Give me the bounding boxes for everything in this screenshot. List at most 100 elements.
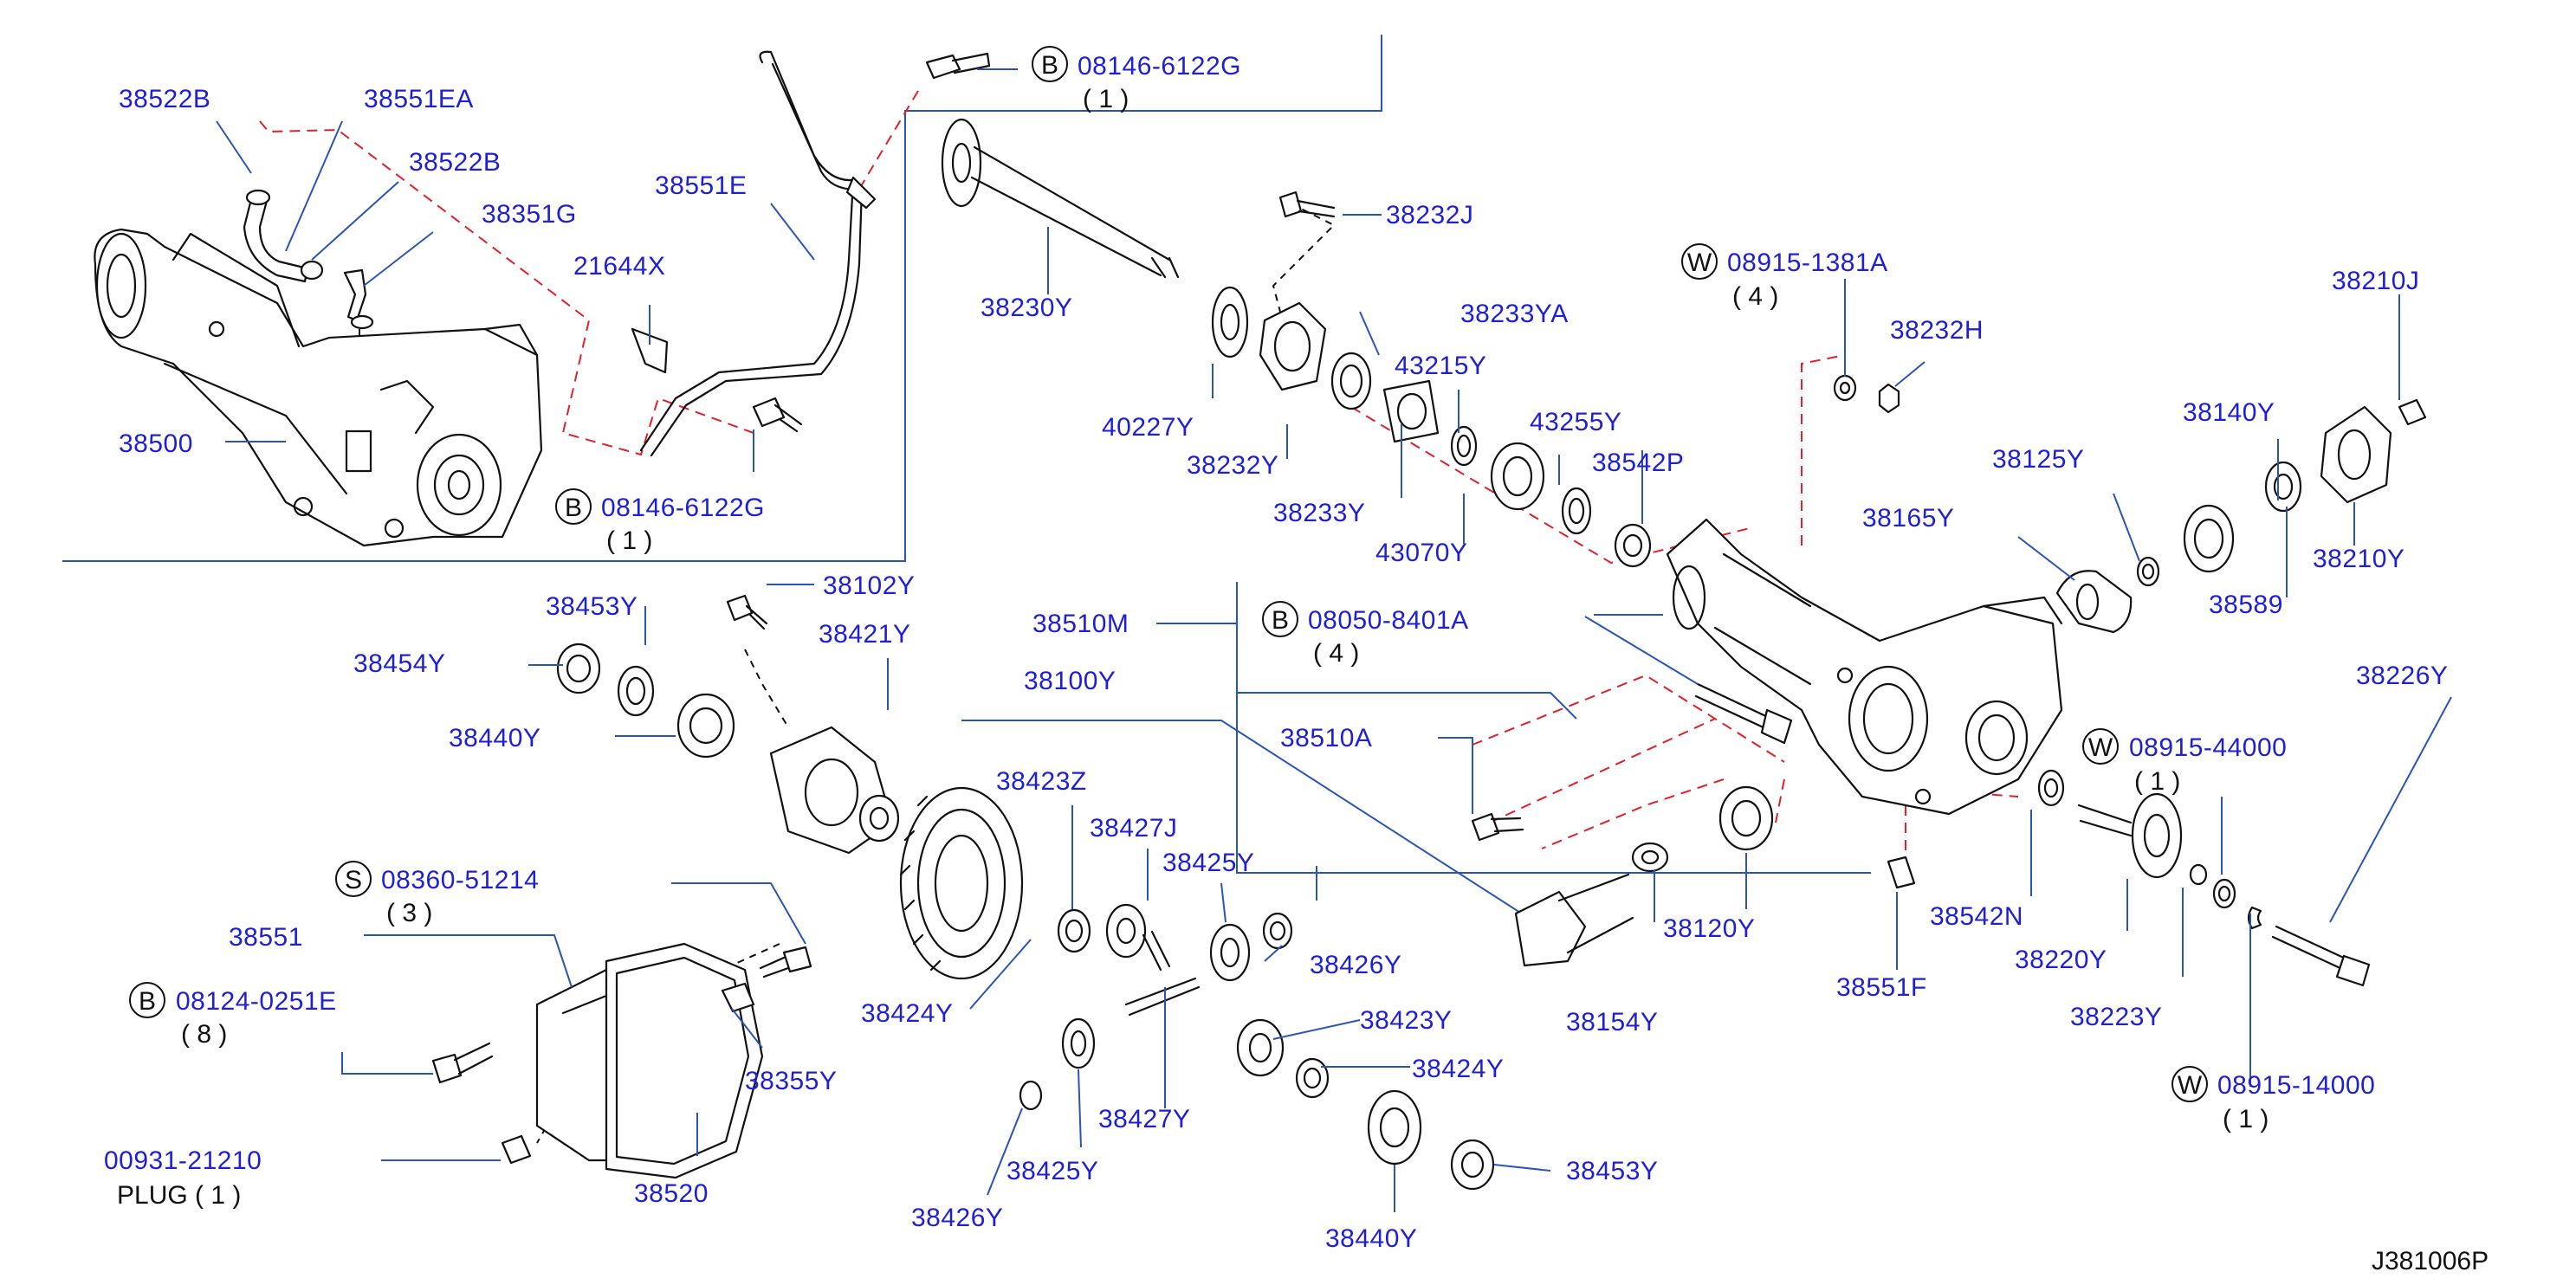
leader-lines xyxy=(216,68,2452,1212)
label-38421Y[interactable]: 38421Y xyxy=(819,620,910,649)
label-38510A[interactable]: 38510A xyxy=(1280,724,1372,752)
label-38154Y[interactable]: 38154Y xyxy=(1566,1008,1658,1036)
label-38210J[interactable]: 38210J xyxy=(2332,267,2419,295)
ring-gear-assembly xyxy=(899,786,1495,1191)
label-38424Y-b[interactable]: 38424Y xyxy=(1412,1055,1504,1083)
bolt-symbol-mid xyxy=(555,488,592,525)
bolt-38226Y xyxy=(2271,925,2371,987)
bolt-symbol-top xyxy=(1032,46,1068,82)
label-08146-6122G-mid[interactable]: 08146-6122G xyxy=(601,494,765,522)
label-38233YA[interactable]: 38233YA xyxy=(1460,300,1569,328)
label-38440Y-a[interactable]: 38440Y xyxy=(449,724,540,752)
label-43070Y[interactable]: 43070Y xyxy=(1375,539,1467,567)
label-38233Y[interactable]: 38233Y xyxy=(1273,499,1365,527)
label-43215Y[interactable]: 43215Y xyxy=(1395,352,1486,380)
qty-08146-6122G-top: ( 1 ) xyxy=(1083,85,1129,113)
label-08915-14000[interactable]: 08915-14000 xyxy=(2217,1071,2375,1100)
label-08915-1381A[interactable]: 08915-1381A xyxy=(1727,249,1888,277)
diagram-code: J381006P xyxy=(2372,1247,2489,1275)
bolts xyxy=(431,52,2371,1165)
label-38100Y[interactable]: 38100Y xyxy=(1024,667,1116,695)
pinion-parts xyxy=(556,642,900,855)
label-38232H[interactable]: 38232H xyxy=(1890,316,1984,345)
qty-08915-1381A: ( 4 ) xyxy=(1732,282,1778,311)
label-38522B-a[interactable]: 38522B xyxy=(119,85,210,113)
screw-symbol-51214-letter: S xyxy=(345,866,362,894)
label-38423Z[interactable]: 38423Z xyxy=(996,767,1087,796)
breather-tube-38551E xyxy=(631,50,877,457)
washer-symbol-44000 xyxy=(2082,728,2119,765)
label-38427Y[interactable]: 38427Y xyxy=(1098,1105,1190,1133)
label-40227Y[interactable]: 40227Y xyxy=(1102,413,1194,442)
part-labels: 38522B 38551EA 38522B 38351G 38551E 2164… xyxy=(104,52,2489,1275)
label-38232J[interactable]: 38232J xyxy=(1386,201,1473,229)
axle-shaft-38230Y xyxy=(941,118,1180,279)
label-38427J[interactable]: 38427J xyxy=(1090,814,1177,843)
label-38140Y[interactable]: 38140Y xyxy=(2183,398,2275,427)
label-38165Y[interactable]: 38165Y xyxy=(1862,504,1954,533)
label-38232Y[interactable]: 38232Y xyxy=(1187,451,1278,480)
label-38551E[interactable]: 38551E xyxy=(655,171,747,200)
label-38510M[interactable]: 38510M xyxy=(1032,610,1129,638)
label-38220Y[interactable]: 38220Y xyxy=(2015,946,2107,974)
qty-08915-44000: ( 1 ) xyxy=(2134,767,2180,796)
label-38551EA[interactable]: 38551EA xyxy=(364,85,474,113)
label-38453Y-a[interactable]: 38453Y xyxy=(546,592,638,621)
label-38454Y[interactable]: 38454Y xyxy=(353,649,445,678)
label-38440Y-b[interactable]: 38440Y xyxy=(1325,1224,1417,1253)
plug-00931-21210 xyxy=(501,1134,532,1165)
screw-symbol-51214 xyxy=(335,861,372,897)
label-21644X[interactable]: 21644X xyxy=(573,252,665,281)
label-38423Y[interactable]: 38423Y xyxy=(1360,1006,1452,1035)
label-38426Y-a[interactable]: 38426Y xyxy=(1310,951,1401,979)
rear-cover-38520 xyxy=(535,942,764,1179)
label-38425Y-a[interactable]: 38425Y xyxy=(1162,849,1254,877)
label-08915-44000[interactable]: 08915-44000 xyxy=(2129,733,2287,762)
label-38425Y-b[interactable]: 38425Y xyxy=(1006,1157,1098,1185)
label-38500[interactable]: 38500 xyxy=(119,429,193,458)
label-38125Y[interactable]: 38125Y xyxy=(1992,445,2084,474)
symbol-circles: B B W B W S B W xyxy=(129,46,2208,1102)
label-38551F[interactable]: 38551F xyxy=(1836,973,1927,1002)
group-frame-lines xyxy=(62,35,1871,927)
bolt-08146-6122G-mid xyxy=(752,397,803,433)
label-38230Y[interactable]: 38230Y xyxy=(981,294,1072,322)
label-38424Y-a[interactable]: 38424Y xyxy=(861,999,953,1028)
label-38355Y[interactable]: 38355Y xyxy=(745,1067,837,1095)
label-43255Y[interactable]: 43255Y xyxy=(1530,408,1621,436)
bolt-symbol-8401A xyxy=(1262,601,1298,637)
label-08360-51214[interactable]: 08360-51214 xyxy=(381,866,539,894)
label-38102Y[interactable]: 38102Y xyxy=(823,571,915,600)
rear-axle-housing-38510M xyxy=(1666,518,2063,816)
label-38589[interactable]: 38589 xyxy=(2209,591,2283,619)
label-08050-8401A[interactable]: 08050-8401A xyxy=(1308,606,1469,635)
final-drive-housing-38500 xyxy=(94,228,543,547)
label-38522B-b[interactable]: 38522B xyxy=(409,148,501,177)
washer-symbol-14000 xyxy=(2171,1066,2208,1102)
label-38426Y-b[interactable]: 38426Y xyxy=(911,1204,1003,1232)
label-08124-0251E[interactable]: 08124-0251E xyxy=(176,987,337,1016)
label-38223Y[interactable]: 38223Y xyxy=(2070,1003,2162,1031)
screw-08360-51214 xyxy=(759,946,812,978)
label-08146-6122G-top[interactable]: 08146-6122G xyxy=(1078,52,1241,81)
label-38520[interactable]: 38520 xyxy=(634,1179,709,1208)
washer-symbol-44000-letter: W xyxy=(2088,733,2113,762)
label-38210Y[interactable]: 38210Y xyxy=(2313,545,2404,573)
label-38226Y[interactable]: 38226Y xyxy=(2356,662,2448,690)
label-38542P[interactable]: 38542P xyxy=(1592,449,1684,477)
bolt-symbol-0251E xyxy=(129,982,165,1018)
bolt-38510M xyxy=(1694,682,1793,745)
qty-08146-6122G-mid: ( 1 ) xyxy=(606,526,652,555)
bolt-38232J xyxy=(1278,190,1336,218)
label-38551[interactable]: 38551 xyxy=(229,923,303,952)
bolt-symbol-8401A-letter: B xyxy=(1272,606,1289,635)
label-38453Y-b[interactable]: 38453Y xyxy=(1566,1157,1658,1185)
bolt-08146-6122G-top xyxy=(925,52,991,80)
label-38351G[interactable]: 38351G xyxy=(482,200,577,229)
label-00931-21210[interactable]: 00931-21210 xyxy=(104,1146,262,1175)
bolt-38102Y xyxy=(726,594,768,630)
label-38542N[interactable]: 38542N xyxy=(1930,902,2023,931)
qty-08360-51214: ( 3 ) xyxy=(386,899,432,927)
label-38120Y[interactable]: 38120Y xyxy=(1663,914,1755,943)
